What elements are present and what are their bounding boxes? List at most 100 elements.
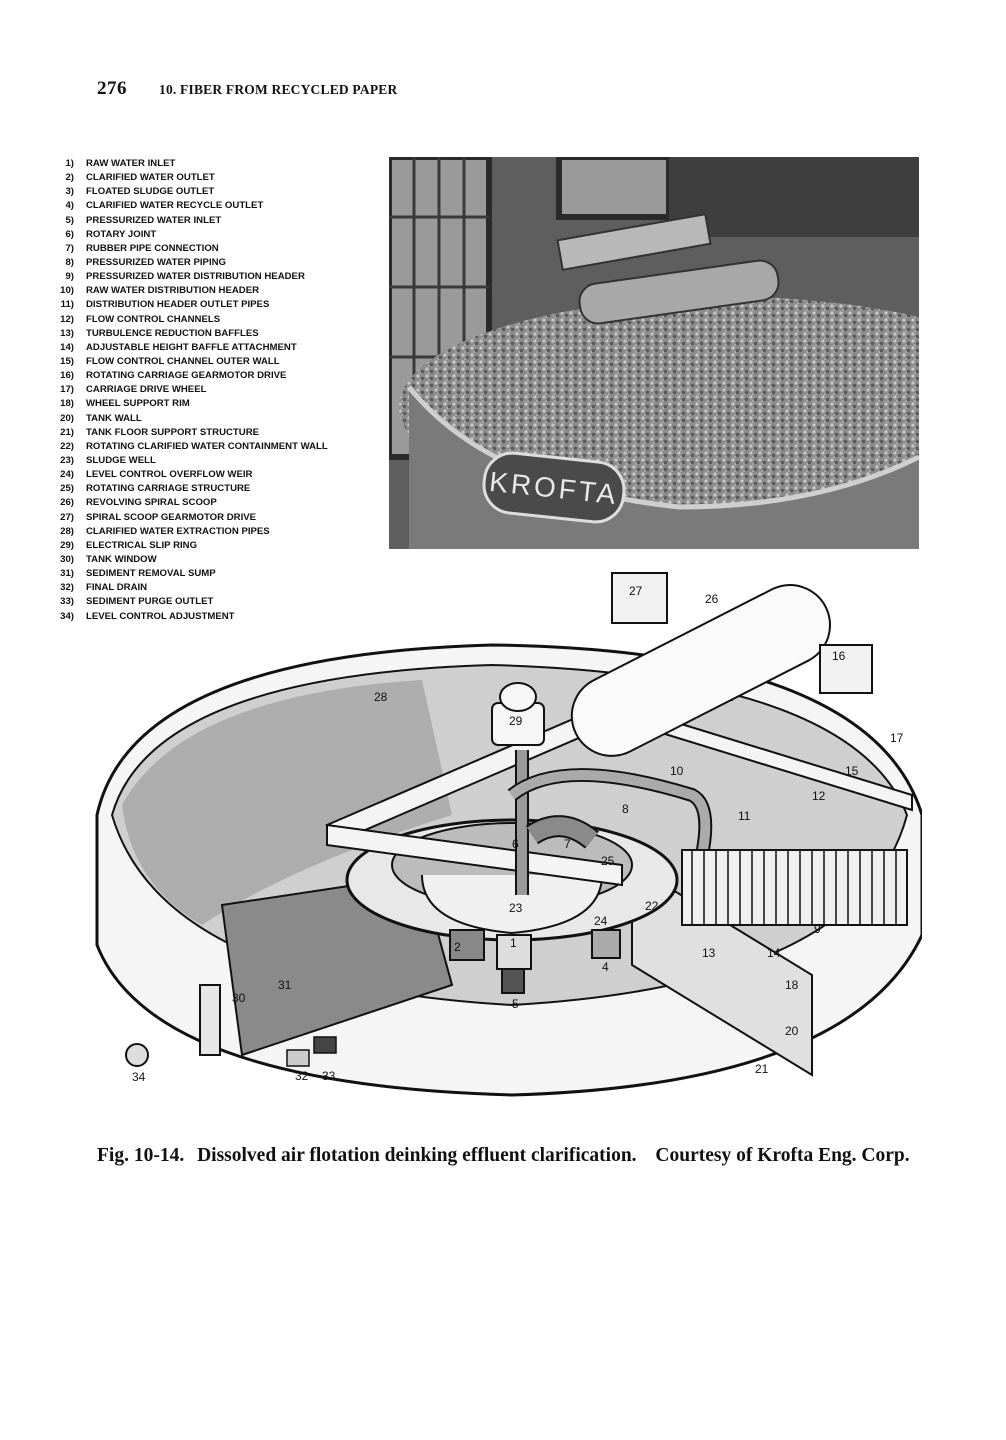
legend-item: 32)FINAL DRAIN [50, 581, 328, 595]
clarifier-photo: KROFTA [389, 157, 919, 549]
callout-7: 7 [564, 837, 571, 851]
legend-label: TANK WINDOW [86, 553, 157, 565]
legend-label: ROTATING CLARIFIED WATER CONTAINMENT WAL… [86, 440, 328, 452]
legend-item: 12)FLOW CONTROL CHANNELS [50, 313, 328, 327]
legend-item: 7) RUBBER PIPE CONNECTION [50, 242, 328, 256]
legend-label: LEVEL CONTROL OVERFLOW WEIR [86, 469, 253, 481]
callout-21: 21 [755, 1062, 769, 1076]
legend-number: 22) [60, 440, 74, 452]
legend-item: 14) ADJUSTABLE HEIGHT BAFFLE ATTACHMENT [50, 341, 328, 355]
legend-number: 9) [65, 271, 74, 283]
legend-number: 6) [65, 228, 74, 240]
legend-number: 30) [60, 553, 74, 565]
legend-label: ROTATING CARRIAGE STRUCTURE [86, 483, 251, 495]
callout-14: 14 [767, 946, 781, 960]
legend-label: SEDIMENT REMOVAL SUMP [86, 568, 216, 580]
legend-item: 18)WHEEL SUPPORT RIM [50, 397, 328, 411]
legend-label: DISTRIBUTION HEADER OUTLET PIPES [86, 299, 270, 311]
legend-item: 10)RAW WATER DISTRIBUTION HEADER [50, 284, 328, 298]
legend-number: 29) [60, 539, 74, 551]
legend-number: 13) [60, 327, 74, 339]
legend-item: 34) LEVEL CONTROL ADJUSTMENT [50, 610, 328, 624]
legend-item: 33)SEDIMENT PURGE OUTLET [50, 595, 328, 609]
legend-label: SPIRAL SCOOP GEARMOTOR DRIVE [86, 511, 257, 523]
legend-number: 7) [65, 242, 74, 254]
legend-number: 5) [65, 214, 74, 226]
callout-25: 25 [601, 854, 615, 868]
legend-item: 15) FLOW CONTROL CHANNEL OUTER WALL [50, 355, 328, 369]
legend-item: 26) REVOLVING SPIRAL SCOOP [50, 496, 328, 510]
figure-caption: Fig. 10-14. Dissolved air flotation dein… [97, 1145, 910, 1167]
legend-number: 23) [60, 454, 74, 466]
legend-item: 27)SPIRAL SCOOP GEARMOTOR DRIVE [50, 511, 328, 525]
legend-label: ROTATING CARRIAGE GEARMOTOR DRIVE [86, 370, 287, 382]
legend-item: 1)RAW WATER INLET [50, 157, 328, 171]
callout-13: 13 [702, 946, 716, 960]
legend-label: SLUDGE WELL [86, 454, 156, 466]
callout-29: 29 [509, 714, 523, 728]
legend-number: 33) [60, 596, 74, 608]
callout-2: 2 [454, 940, 461, 954]
callout-10: 10 [670, 764, 684, 778]
legend-item: 24) LEVEL CONTROL OVERFLOW WEIR [50, 468, 328, 482]
page-header: 276 10. FIBER FROM RECYCLED PAPER [97, 78, 397, 100]
legend-label: ELECTRICAL SLIP RING [86, 539, 198, 551]
legend-label: RAW WATER DISTRIBUTION HEADER [86, 285, 260, 297]
legend-number: 14) [60, 341, 74, 353]
legend-item: 17) CARRIAGE DRIVE WHEEL [50, 383, 328, 397]
legend-label: RAW WATER INLET [86, 158, 176, 169]
figure-caption-text: Dissolved air flotation deinking effluen… [197, 1145, 637, 1166]
legend-number: 34) [60, 610, 74, 622]
callout-30: 30 [232, 991, 246, 1005]
legend-label: RUBBER PIPE CONNECTION [86, 242, 219, 254]
legend-item: 6) ROTARY JOINT [50, 228, 328, 242]
callout-24: 24 [594, 914, 608, 928]
legend-item: 21) TANK FLOOR SUPPORT STRUCTURE [50, 426, 328, 440]
callout-33: 33 [322, 1069, 336, 1083]
legend-item: 22) ROTATING CLARIFIED WATER CONTAINMENT … [50, 440, 328, 454]
legend-item: 28) CLARIFIED WATER EXTRACTION PIPES [50, 525, 328, 539]
callout-16: 16 [832, 649, 846, 663]
callout-8: 8 [622, 802, 629, 816]
legend-label: CLARIFIED WATER EXTRACTION PIPES [86, 525, 270, 537]
legend-number: 15) [60, 355, 74, 367]
callout-5: 5 [512, 997, 519, 1011]
callout-22: 22 [645, 899, 659, 913]
legend-label: FINAL DRAIN [86, 582, 148, 594]
callout-23: 23 [509, 901, 523, 915]
callout-31: 31 [278, 978, 292, 992]
callout-26: 26 [705, 592, 719, 606]
legend-number: 8) [65, 256, 74, 268]
callout-1: 1 [510, 936, 517, 950]
callout-32: 32 [295, 1069, 309, 1083]
callout-28: 28 [374, 690, 388, 704]
legend-number: 17) [60, 384, 74, 396]
legend-label: REVOLVING SPIRAL SCOOP [86, 497, 217, 509]
legend-number: 21) [60, 426, 74, 438]
legend-label: CLARIFIED WATER RECYCLE OUTLET [86, 200, 264, 212]
legend-number: 18) [60, 398, 74, 410]
legend-item: 5)PRESSURIZED WATER INLET [50, 214, 328, 228]
legend-number: 20) [60, 412, 74, 424]
callout-4: 4 [602, 960, 609, 974]
legend-label: FLOW CONTROL CHANNEL OUTER WALL [86, 355, 280, 367]
legend-number: 25) [60, 483, 74, 495]
legend-number: 28) [60, 525, 74, 537]
legend-label: LEVEL CONTROL ADJUSTMENT [86, 610, 235, 622]
legend-item: 31)SEDIMENT REMOVAL SUMP [50, 567, 328, 581]
legend-label: TANK FLOOR SUPPORT STRUCTURE [86, 426, 260, 438]
legend-label: CARRIAGE DRIVE WHEEL [86, 384, 207, 396]
legend-item: 9)PRESSURIZED WATER DISTRIBUTION HEADER [50, 270, 328, 284]
callout-11: 11 [738, 809, 751, 823]
legend-label: ADJUSTABLE HEIGHT BAFFLE ATTACHMENT [86, 341, 297, 353]
legend-number: 3) [65, 186, 74, 198]
legend-number: 26) [60, 497, 74, 509]
legend-item: 30) TANK WINDOW [50, 553, 328, 567]
callout-15: 15 [845, 764, 859, 778]
legend-label: ROTARY JOINT [86, 228, 157, 240]
legend-number: 2) [65, 172, 74, 184]
legend-number: 24) [60, 469, 74, 481]
legend-item: 16)ROTATING CARRIAGE GEARMOTOR DRIVE [50, 369, 328, 383]
running-head: 10. FIBER FROM RECYCLED PAPER [159, 82, 398, 97]
